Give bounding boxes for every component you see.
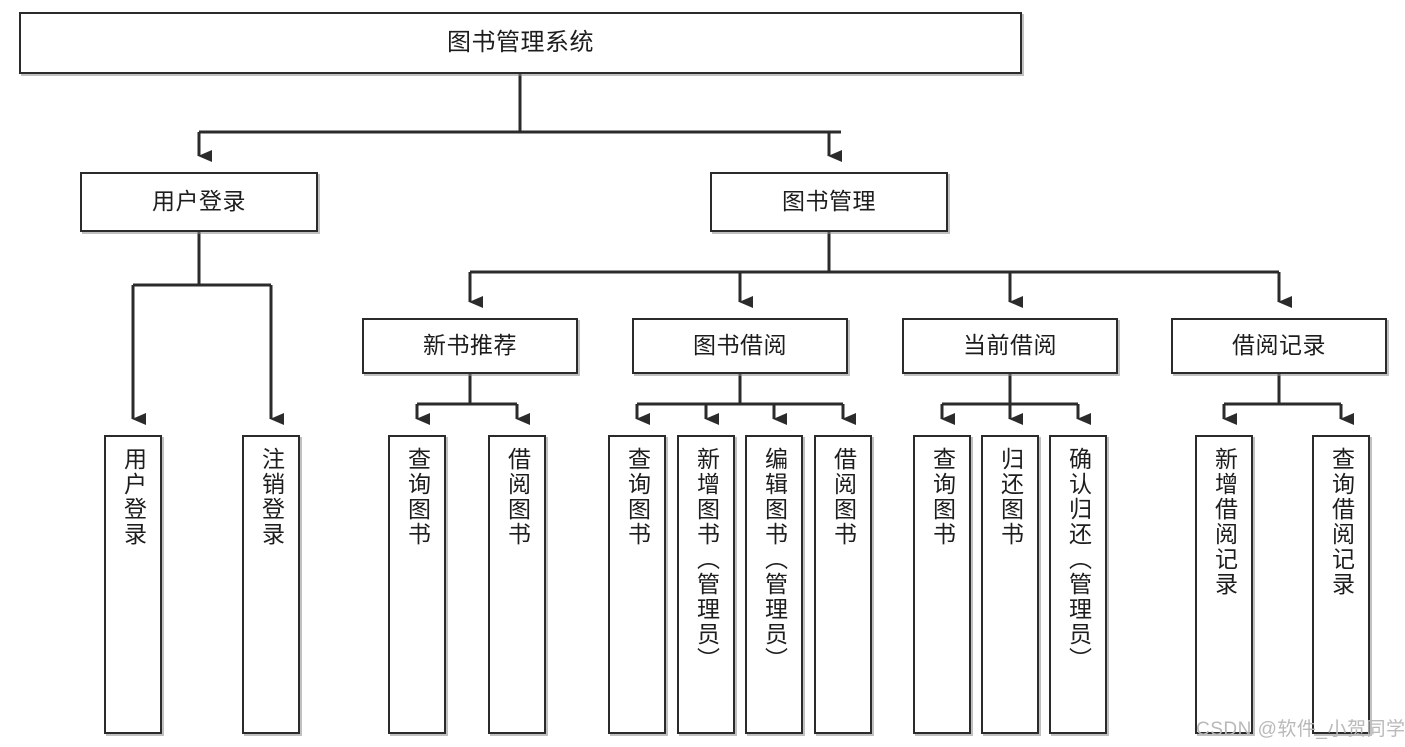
node-leaf-query-book-2-label: 查询图书 [624,447,651,547]
node-current-borrow[interactable]: 当前借阅 [902,318,1118,374]
node-leaf-add-record[interactable]: 新增借阅记录 [1195,435,1253,734]
node-leaf-borrow-book-1-label: 借阅图书 [504,447,531,547]
node-leaf-borrow-book-1[interactable]: 借阅图书 [488,435,546,734]
node-leaf-user-login-label: 用户登录 [120,447,147,547]
node-leaf-logout-login-label: 注销登录 [258,447,285,547]
node-leaf-add-book-label: 新增图书（管理员） [693,447,720,672]
node-borrow-record-label: 借阅记录 [1232,332,1326,359]
node-book-borrow-label: 图书借阅 [693,332,787,359]
node-leaf-user-login[interactable]: 用户登录 [104,435,162,734]
node-leaf-add-record-label: 新增借阅记录 [1211,447,1238,597]
node-leaf-query-book-2[interactable]: 查询图书 [608,435,666,734]
node-leaf-query-book-1-label: 查询图书 [404,447,431,547]
node-leaf-query-book-1[interactable]: 查询图书 [388,435,446,734]
csdn-watermark: CSDN @软件_小贺同学 [1196,719,1405,740]
node-leaf-borrow-book-2-label: 借阅图书 [830,447,857,547]
node-leaf-query-book-3[interactable]: 查询图书 [913,435,971,734]
node-user-login[interactable]: 用户登录 [80,172,318,232]
node-leaf-confirm-return-label: 确认归还（管理员） [1065,447,1092,672]
node-root-label: 图书管理系统 [447,28,594,56]
node-book-manage-label: 图书管理 [782,188,876,215]
node-leaf-confirm-return[interactable]: 确认归还（管理员） [1049,435,1107,734]
node-book-manage[interactable]: 图书管理 [710,172,948,232]
node-leaf-return-book[interactable]: 归还图书 [981,435,1039,734]
node-new-book-recommend[interactable]: 新书推荐 [362,318,578,374]
node-leaf-query-record[interactable]: 查询借阅记录 [1312,435,1370,734]
node-leaf-logout-login[interactable]: 注销登录 [242,435,300,734]
node-book-borrow[interactable]: 图书借阅 [632,318,848,374]
node-current-borrow-label: 当前借阅 [963,332,1057,359]
node-leaf-borrow-book-2[interactable]: 借阅图书 [814,435,872,734]
node-leaf-edit-book[interactable]: 编辑图书（管理员） [745,435,803,734]
node-leaf-add-book[interactable]: 新增图书（管理员） [677,435,735,734]
node-leaf-query-book-3-label: 查询图书 [929,447,956,547]
node-user-login-label: 用户登录 [152,188,246,215]
node-leaf-return-book-label: 归还图书 [997,447,1024,547]
node-leaf-query-record-label: 查询借阅记录 [1328,447,1355,597]
node-new-book-recommend-label: 新书推荐 [423,332,517,359]
node-root[interactable]: 图书管理系统 [19,12,1022,74]
node-borrow-record[interactable]: 借阅记录 [1171,318,1387,374]
node-leaf-edit-book-label: 编辑图书（管理员） [761,447,788,672]
